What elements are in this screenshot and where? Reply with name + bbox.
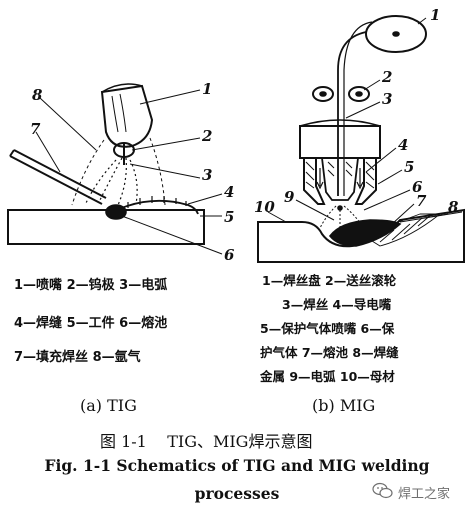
mig-number-1: 1 xyxy=(430,6,440,24)
tig-number-1: 1 xyxy=(202,80,212,98)
figure-caption-en-line-2: processes xyxy=(194,484,280,503)
tig-molten-pool xyxy=(105,204,127,220)
tig-weld-seam xyxy=(111,196,199,215)
tig-legend-line-1: 1—喷嘴 2—钨极 3—电弧 xyxy=(14,278,168,293)
mig-number-3: 3 xyxy=(382,90,392,108)
tig-number-4: 4 xyxy=(224,183,234,201)
mig-number-4: 4 xyxy=(398,136,408,154)
tig-number-6: 6 xyxy=(224,246,235,264)
mig-feed-rollers xyxy=(312,86,370,102)
tig-filler-wire xyxy=(9,149,107,205)
tig-legend-line-3: 7—填充焊丝 8—氩气 xyxy=(14,350,141,365)
tig-legend-line-2: 4—焊缝 5—工件 6—熔池 xyxy=(14,316,168,331)
tig-nozzle xyxy=(100,83,154,148)
mig-wire-spool xyxy=(365,15,427,53)
mig-shielding-gas xyxy=(316,168,364,190)
mig-number-2: 2 xyxy=(381,68,392,86)
tig-arc xyxy=(85,157,138,206)
mig-legend-line-2: 3—焊丝 4—导电嘴 xyxy=(282,297,392,312)
mig-nozzle-block xyxy=(299,119,381,159)
wechat-icon xyxy=(372,482,393,499)
tig-number-5: 5 xyxy=(224,208,234,226)
tig-number-3: 3 xyxy=(202,166,212,184)
mig-legend-line-5: 金属 9—电弧 10—母材 xyxy=(260,369,395,384)
mig-sub-caption: (b) MIG xyxy=(312,396,376,415)
mig-molten-pool xyxy=(328,219,402,247)
mig-number-5: 5 xyxy=(404,158,414,176)
watermark-text: 焊工之家 xyxy=(398,487,451,502)
tig-number-7: 7 xyxy=(30,120,41,138)
welding-schematic-figure: 8 1 7 2 3 4 5 6 1 2 3 4 5 6 7 8 9 10 xyxy=(7,6,465,264)
figure-caption-cn: 图 1-1 TIG、MIG焊示意图 xyxy=(100,432,313,451)
tig-workpiece xyxy=(7,209,205,245)
mig-wire xyxy=(337,21,373,196)
figure-caption-en-line-1: Fig. 1-1 Schematics of TIG and MIG weldi… xyxy=(44,456,430,475)
mig-contact-tip xyxy=(321,157,359,201)
mig-legend-line-3: 5—保护气体喷嘴 6—保 xyxy=(260,321,395,336)
mig-legend-line-4: 护气体 7—熔池 8—焊缝 xyxy=(260,345,399,360)
mig-number-6: 6 xyxy=(412,178,423,196)
mig-gas-nozzle xyxy=(303,158,377,205)
mig-number-8: 8 xyxy=(448,198,459,216)
mig-number-10: 10 xyxy=(254,198,275,216)
tig-number-2: 2 xyxy=(201,127,212,145)
tig-number-8: 8 xyxy=(32,86,43,104)
mig-number-9: 9 xyxy=(284,188,295,206)
mig-number-7: 7 xyxy=(416,192,427,210)
tig-sub-caption: (a) TIG xyxy=(80,396,137,415)
mig-legend-line-1: 1—焊丝盘 2—送丝滚轮 xyxy=(262,273,397,288)
